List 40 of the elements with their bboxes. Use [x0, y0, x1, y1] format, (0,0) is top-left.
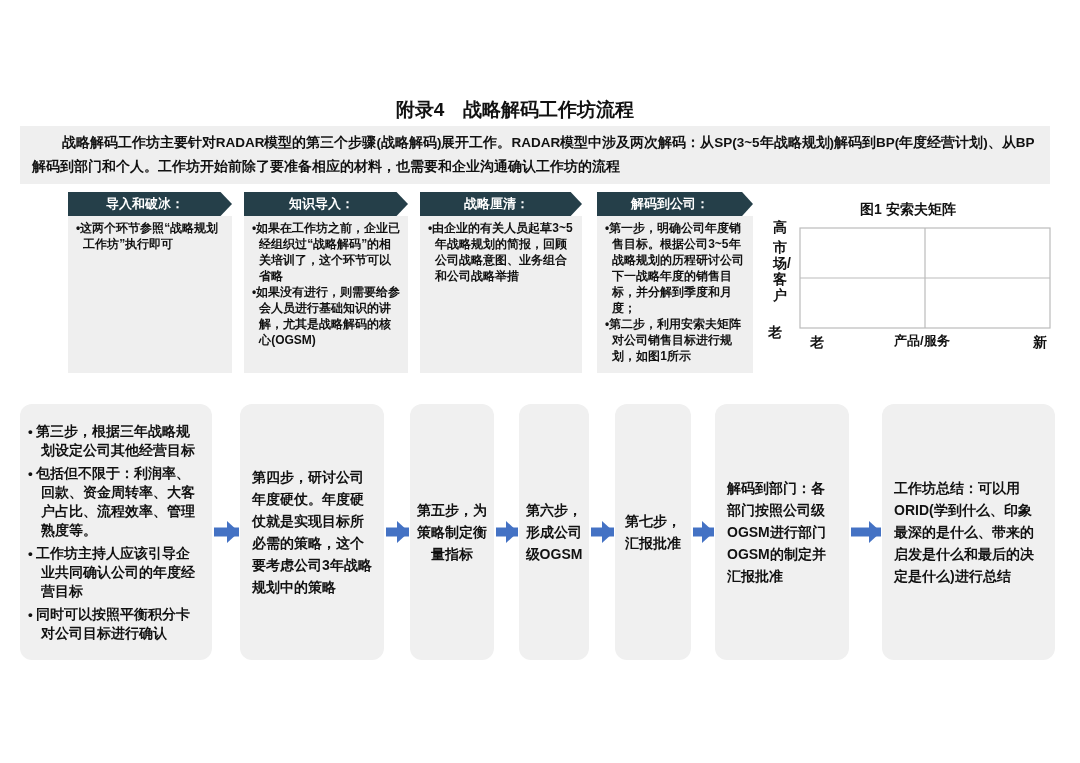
step-box [882, 404, 1055, 660]
bullet-text: •第一步，明确公司年度销售目标。根据公司3~5年战略规划的历程研讨公司下一战略年度的销售目标，并分解到季度和月度； [605, 220, 746, 316]
step-box [410, 404, 494, 660]
axis-label: 产品/服务 [894, 332, 950, 350]
step-text: 第六步，形成公司级OGSM [524, 501, 584, 564]
bullet-text: •如果没有进行，则需要给参会人员进行基础知识的讲解，尤其是战略解码的核心(OGSM) [252, 284, 402, 348]
bullet-text: •由企业的有关人员起草3~5年战略规划的简报，回顾公司战略意图、业务组合和公司战略举措 [428, 220, 574, 284]
bullet-text: • 工作坊主持人应该引导企业共同确认公司的年度经营目标 [28, 544, 196, 601]
step-text: 工作坊总结：可以用ORID(学到什么、印象最深的是什么、带来的启发是什么和最后的决定是什么)进行总结 [894, 479, 1035, 586]
axis-label: 老 [810, 334, 824, 352]
step-text: 解码到部门：各部门按照公司级OGSM进行部门OGSM的制定并汇报批准 [727, 479, 827, 586]
arrow [386, 521, 409, 543]
arrow [214, 521, 239, 543]
title: 附录4 战略解码工作坊流程 [394, 98, 636, 122]
bullet-text: •如果在工作坊之前，企业已经组织过“战略解码”的相关培训了，这个环节可以省略 [252, 220, 402, 284]
bullet-text: •这两个环节参照“战略规划工作坊”执行即可 [76, 220, 220, 252]
bullet-text: • 包括但不限于：利润率、回款、资金周转率、大客户占比、流程效率、管理熟度等。 [28, 464, 196, 540]
step-text: 第四步，研讨公司年度硬仗。年度硬仗就是实现目标所必需的策略，这个要考虑公司3年战略规划中的策略 [252, 468, 372, 597]
chevron-header: 知识导入： [244, 192, 408, 216]
axis-label: 高 [773, 219, 787, 237]
axis-label: 老 [768, 324, 782, 342]
step-box [715, 404, 849, 660]
step-text: 第七步，汇报批准 [624, 512, 682, 553]
axis-label: 新 [1033, 334, 1047, 352]
chevron-header: 战略厘清： [420, 192, 582, 216]
bullet-text: •第二步，利用安索夫矩阵对公司销售目标进行规划，如图1所示 [605, 316, 743, 364]
arrow [693, 521, 714, 543]
bullet-text: • 同时可以按照平衡积分卡对公司目标进行确认 [28, 605, 192, 643]
arrow [591, 521, 614, 543]
step-box [615, 404, 691, 660]
step-text: 第五步，为策略制定衡量指标 [416, 501, 488, 564]
step-box [240, 404, 384, 660]
chart-title: 图1 安索夫矩阵 [860, 201, 956, 219]
step-box [519, 404, 589, 660]
arrow [851, 521, 881, 543]
arrow [496, 521, 518, 543]
chevron-header: 导入和破冰： [68, 192, 232, 216]
bullet-text: • 第三步，根据三年战略规划设定公司其他经营目标 [28, 422, 196, 460]
chevron-header: 解码到公司： [597, 192, 753, 216]
intro-paragraph: 战略解码工作坊主要针对RADAR模型的第三个步骤(战略解码)展开工作。RADAR模型中涉及两次解码：从SP(3~5年战略规划)解码到BP(年度经营计划)、从BP解码到部门和个人。工作坊开始前除了要准备相应的材料，也需要和企业沟通确认工作坊的流程 [32, 134, 1036, 176]
